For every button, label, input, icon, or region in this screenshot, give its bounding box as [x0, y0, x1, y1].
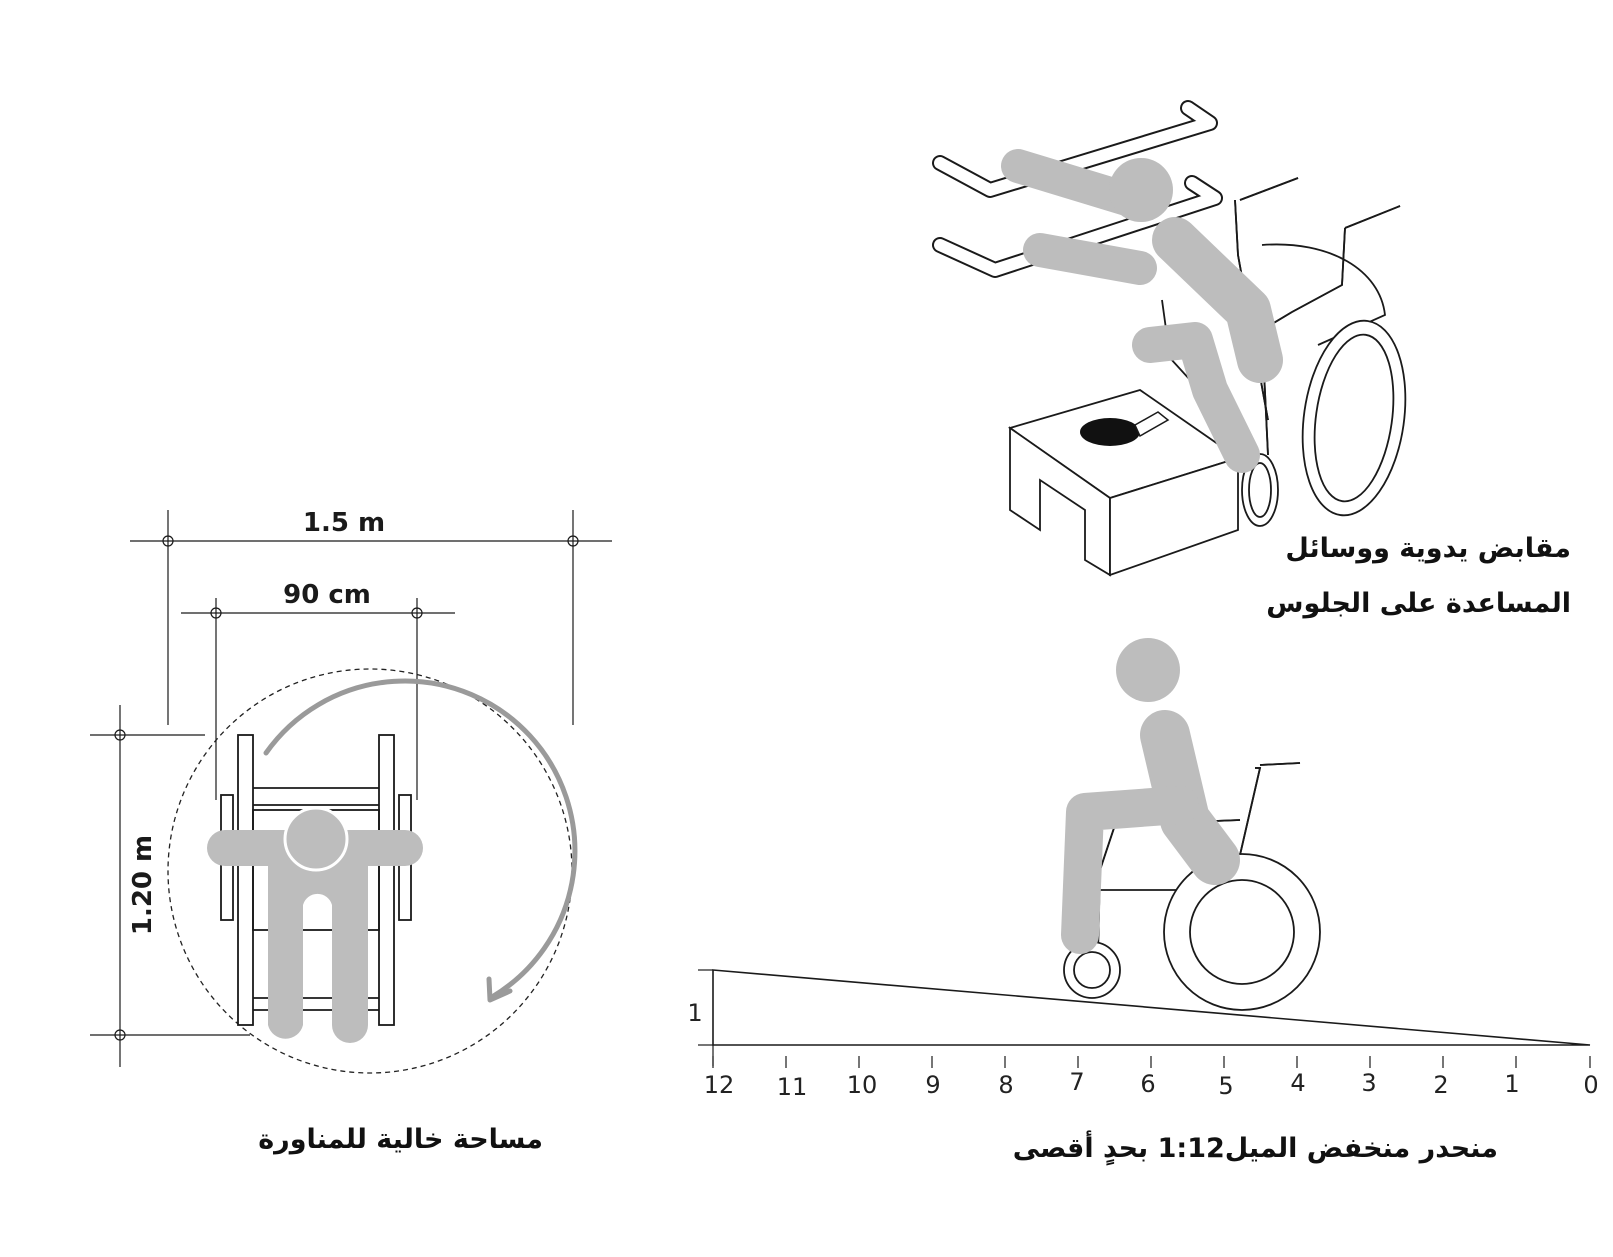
- ramp-run-scale: 12 11 10 9 8 7 6 5 4 3 2 1 0: [704, 1056, 1599, 1101]
- grab-bars-caption-line2: المساعدة على الجلوس: [1266, 588, 1571, 619]
- ramp-rise-label: 1: [687, 999, 702, 1027]
- dimension-1-5m: 1.5 m: [130, 508, 612, 725]
- grab-bars-caption-line1: مقابض يدوية ووسائل: [1285, 533, 1571, 564]
- ramp-caption: منحدر منخفض الميل1:12 بحدٍ أقصى: [1013, 1130, 1498, 1166]
- toilet: [1007, 389, 1241, 577]
- grab-bars-illustration: مقابض يدوية ووسائل المساعدة على الجلوس: [932, 100, 1571, 619]
- run-tick-12: 12: [704, 1071, 735, 1099]
- run-tick-10: 10: [847, 1071, 878, 1099]
- turning-space-plan: 1.5 m 90 cm 1.20 m: [90, 508, 612, 1155]
- run-tick-7: 7: [1069, 1068, 1084, 1096]
- ramp-illustration: 1 12 11 10 9 8 7 6 5 4 3 2: [687, 638, 1599, 1166]
- run-tick-1: 1: [1504, 1070, 1519, 1098]
- ramp-slope: 1: [687, 969, 1591, 1066]
- grab-bar-upper: [932, 100, 1218, 198]
- run-tick-0: 0: [1583, 1071, 1598, 1099]
- run-tick-2: 2: [1433, 1071, 1448, 1099]
- run-tick-5: 5: [1218, 1072, 1233, 1100]
- run-tick-8: 8: [998, 1071, 1013, 1099]
- dimension-1-20m: 1.20 m: [90, 705, 250, 1067]
- rotation-arrow: [263, 678, 578, 1003]
- person-transferring: [1001, 149, 1283, 473]
- run-tick-11: 11: [777, 1073, 808, 1101]
- run-tick-3: 3: [1361, 1069, 1376, 1097]
- width-inner-label: 90 cm: [283, 580, 371, 610]
- wheelchair-on-ramp: [1063, 762, 1321, 1011]
- person-top-view: [207, 806, 423, 1043]
- run-tick-9: 9: [925, 1071, 940, 1099]
- run-tick-6: 6: [1140, 1070, 1155, 1098]
- width-outer-label: 1.5 m: [303, 508, 385, 538]
- person-seated: [1061, 638, 1240, 954]
- depth-label: 1.20 m: [128, 835, 158, 935]
- turning-space-caption: مساحة خالية للمناورة: [258, 1124, 543, 1155]
- run-tick-4: 4: [1290, 1069, 1305, 1097]
- dimension-90cm: 90 cm: [181, 580, 455, 800]
- grab-bar-lower: [932, 175, 1223, 278]
